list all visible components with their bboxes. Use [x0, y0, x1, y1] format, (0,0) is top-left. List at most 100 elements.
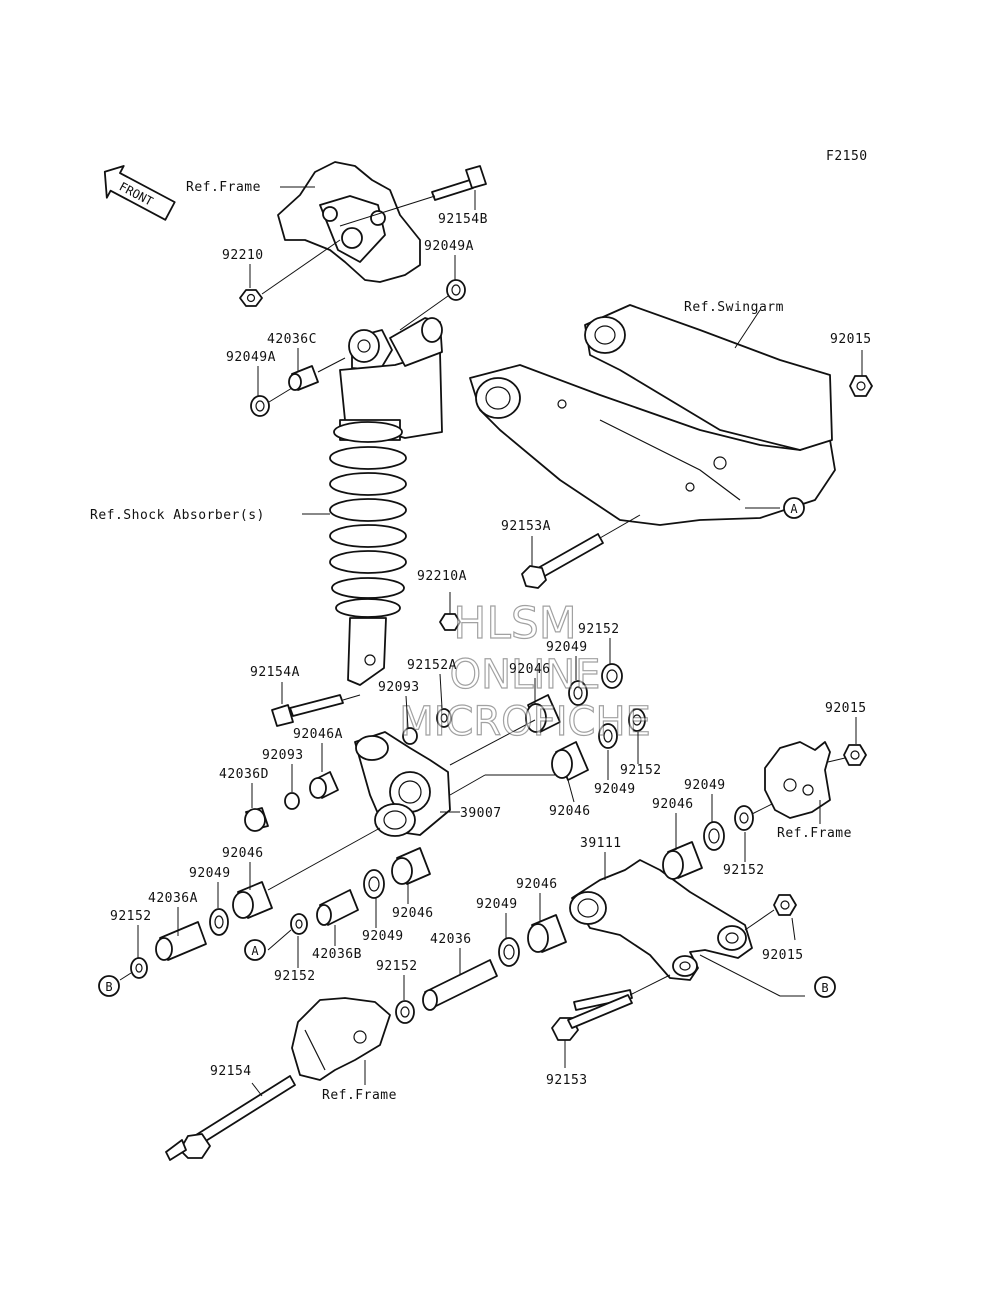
washer-92049-a	[568, 680, 588, 706]
bearing-92046-c	[232, 881, 273, 919]
shock-spring	[329, 421, 407, 618]
label-92049-f: 92049	[362, 929, 404, 944]
washer-92049-c	[209, 908, 229, 936]
seal-92152-left	[130, 957, 148, 979]
label-92046-c: 92046	[652, 797, 694, 812]
label-92046-f: 92046	[392, 906, 434, 921]
label-42036D: 42036D	[219, 767, 269, 782]
label-92015-right: 92015	[825, 701, 867, 716]
nut-92210A	[439, 613, 461, 631]
collar-42036C	[288, 365, 319, 391]
label-92015-bottom: 92015	[762, 948, 804, 963]
bearing-92046-e	[527, 914, 567, 953]
washer-92049A-top	[446, 279, 466, 301]
frame-bracket-top	[277, 161, 421, 283]
frame-bracket-bottom	[291, 997, 391, 1081]
seal-92152-lower	[395, 1000, 415, 1024]
label-92153: 92153	[546, 1073, 588, 1088]
shock-absorber	[329, 317, 443, 686]
label-92154: 92154	[210, 1064, 252, 1079]
collar-42036A	[155, 921, 207, 961]
label-ref-shock-absorber: Ref.Shock Absorber(s)	[90, 508, 265, 523]
label-92152-left: 92152	[110, 909, 152, 924]
label-92015-top: 92015	[830, 332, 872, 347]
figure-code: F2150	[826, 149, 868, 164]
label-92046-d: 92046	[222, 846, 264, 861]
label-92049-a: 92049	[546, 640, 588, 655]
seal-92152-right	[734, 805, 754, 831]
label-39007: 39007	[460, 806, 502, 821]
label-92210A: 92210A	[417, 569, 467, 584]
label-92152-e: 92152	[376, 959, 418, 974]
label-92152-top: 92152	[578, 622, 620, 637]
label-92046-e: 92046	[516, 877, 558, 892]
bolt-92154A	[271, 694, 344, 727]
bolt-92153A	[521, 533, 604, 589]
label-ref-frame-top: Ref.Frame	[186, 180, 261, 195]
label-92210: 92210	[222, 248, 264, 263]
seal-92093-a	[402, 727, 418, 745]
label-ref-frame-right: Ref.Frame	[777, 826, 852, 841]
washer-92049-b	[598, 723, 618, 749]
label-92152-b: 92152	[620, 763, 662, 778]
linkage-39007	[354, 731, 451, 837]
label-ref-frame-bottom: Ref.Frame	[322, 1088, 397, 1103]
callout-A-swingarm: A	[783, 497, 805, 519]
seal-92152-top	[601, 663, 623, 689]
svg-text:B: B	[105, 980, 112, 994]
bearing-92046A	[309, 771, 339, 799]
label-92046A: 92046A	[293, 727, 343, 742]
bearing-92046-d	[391, 847, 431, 885]
label-92152A: 92152A	[407, 658, 457, 673]
svg-text:A: A	[790, 502, 798, 516]
label-92093-b: 92093	[262, 748, 304, 763]
label-92049-b: 92049	[594, 782, 636, 797]
label-92046-b: 92046	[549, 804, 591, 819]
label-92152-d: 92152	[274, 969, 316, 984]
rocker-arm-39111	[569, 859, 753, 981]
frame-bracket-right	[764, 741, 831, 819]
bolt-92153	[551, 989, 633, 1041]
watermark: HLSM ONLINE MICROFICHE	[399, 597, 652, 745]
nut-92015-top	[849, 375, 873, 397]
seal-92152-b	[628, 708, 646, 732]
nut-92210	[239, 289, 263, 307]
svg-text:A: A	[251, 944, 259, 958]
label-92093-a: 92093	[378, 680, 420, 695]
bearing-92046-f	[662, 841, 703, 880]
label-ref-swingarm: Ref.Swingarm	[684, 300, 784, 315]
swingarm	[469, 304, 836, 526]
washer-92049-e	[498, 937, 520, 967]
label-92049A-left: 92049A	[226, 350, 276, 365]
washer-92049-d	[363, 869, 385, 899]
nut-92015-bottom	[773, 894, 797, 916]
label-42036: 42036	[430, 932, 472, 947]
label-92152-c: 92152	[723, 863, 765, 878]
label-39111: 39111	[580, 836, 622, 851]
label-42036B: 42036B	[312, 947, 362, 962]
svg-text:B: B	[821, 981, 828, 995]
nut-92015-right	[843, 744, 867, 766]
label-92049A-top: 92049A	[424, 239, 474, 254]
callout-B-left: B	[98, 975, 120, 997]
seal-92093-b	[284, 792, 300, 810]
label-42036A: 42036A	[148, 891, 198, 906]
label-92153A: 92153A	[501, 519, 551, 534]
bearing-92046-a	[525, 694, 561, 733]
front-arrow-icon: FRONT	[103, 165, 176, 221]
shaft-92154	[165, 1075, 296, 1161]
collar-42036B	[316, 889, 359, 926]
callout-A-lower: A	[244, 939, 266, 961]
label-92154B: 92154B	[438, 212, 488, 227]
washer-92049A-left	[250, 395, 270, 417]
label-92049-e: 92049	[476, 897, 518, 912]
collar-42036D	[244, 807, 269, 832]
label-92049-c: 92049	[684, 778, 726, 793]
label-42036C: 42036C	[267, 332, 317, 347]
seal-92152-mid	[290, 913, 308, 935]
collar-42036	[422, 959, 498, 1011]
callout-B-right: B	[814, 976, 836, 998]
label-92154A: 92154A	[250, 665, 300, 680]
